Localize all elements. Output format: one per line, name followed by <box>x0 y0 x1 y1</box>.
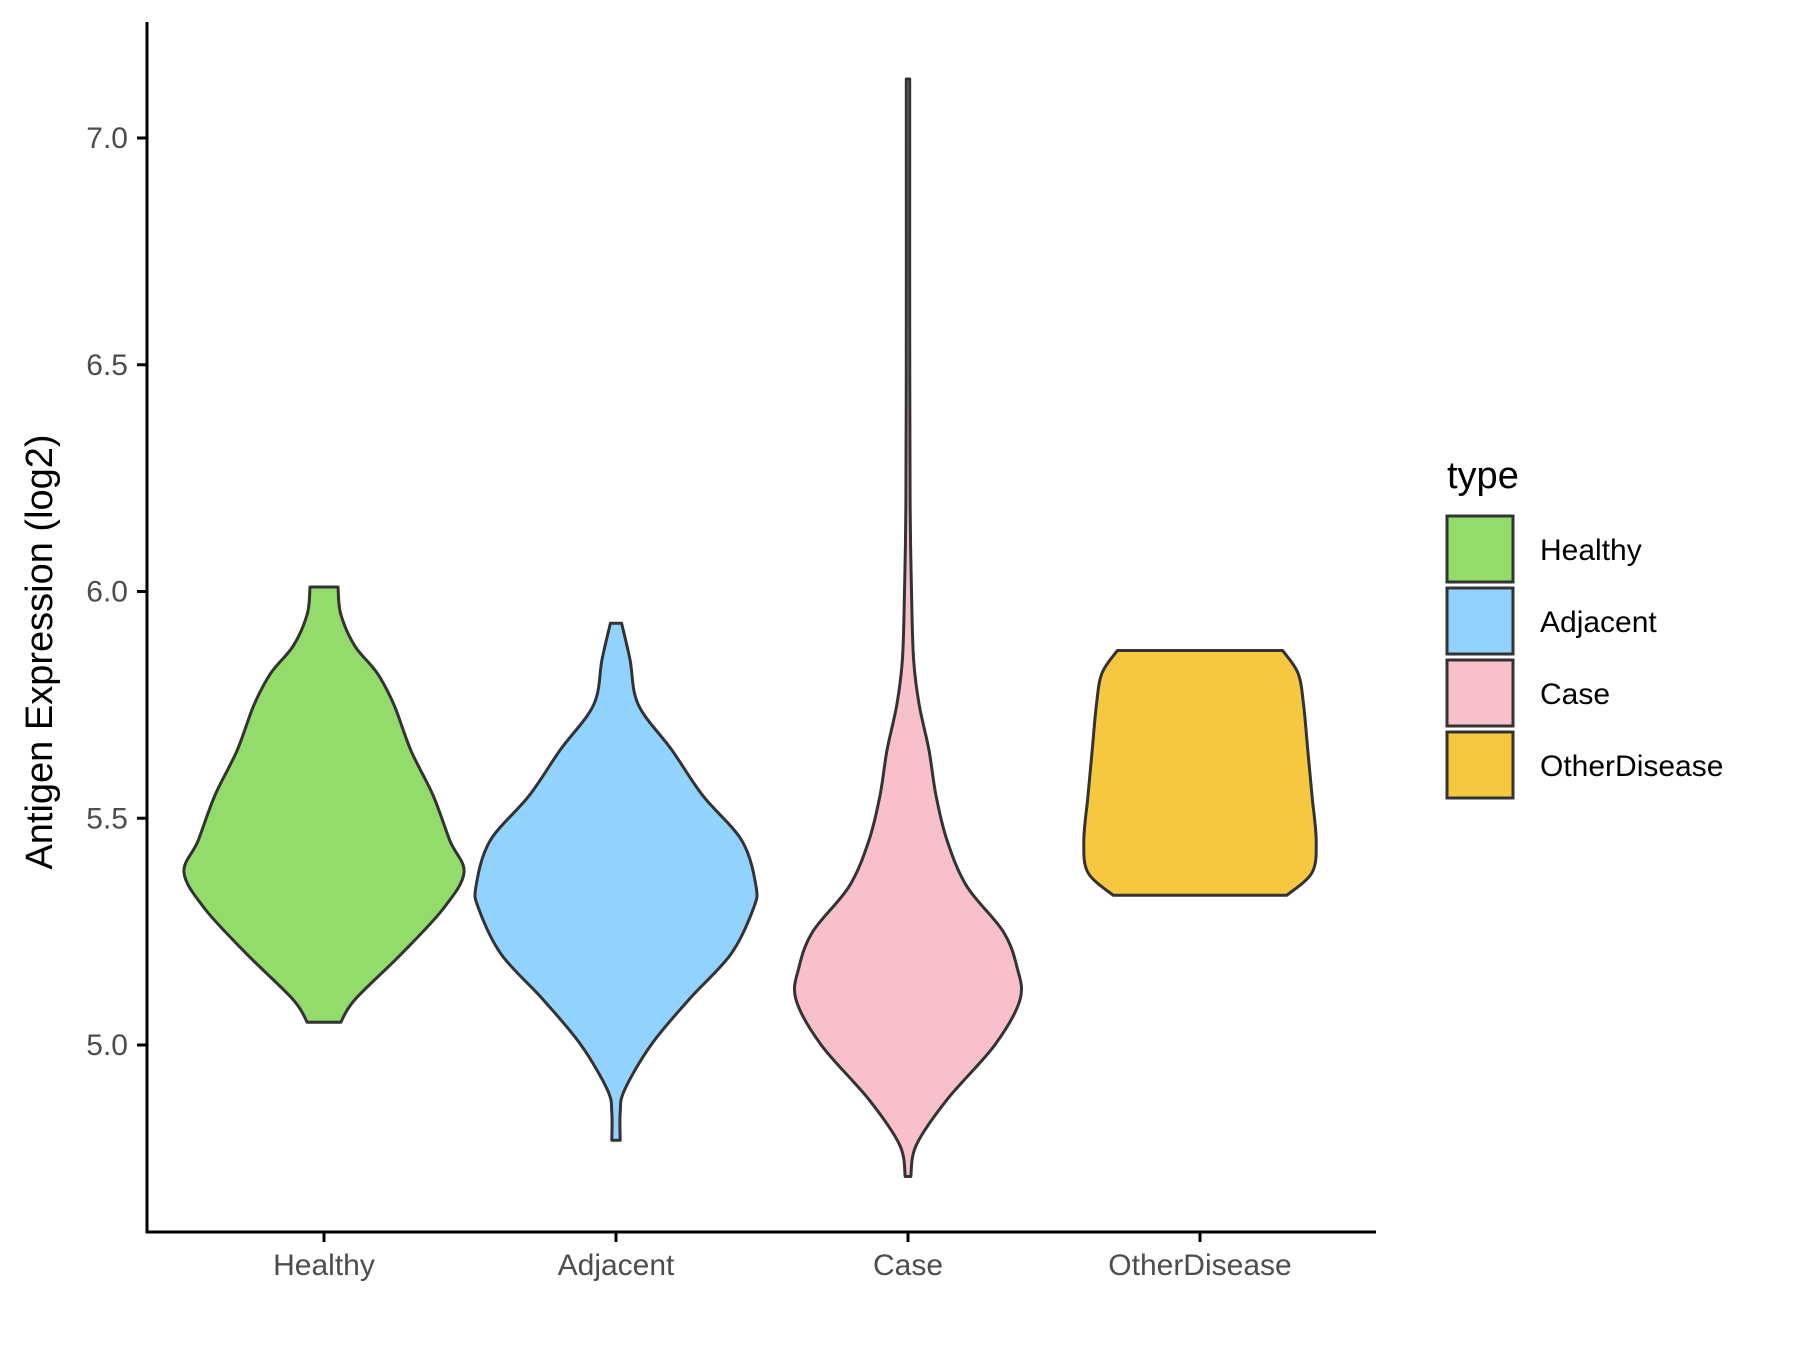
y-ticks: 5.0 5.5 6.0 6.5 7.0 <box>86 122 147 1062</box>
x-tick-label: Case <box>873 1249 943 1282</box>
y-tick-label: 6.5 <box>86 349 128 382</box>
y-tick-label: 7.0 <box>86 122 128 155</box>
legend-key-otherdisease <box>1445 730 1515 800</box>
legend-label: Case <box>1540 678 1610 711</box>
legend-label: OtherDisease <box>1540 750 1723 783</box>
violin-otherdisease <box>1082 649 1318 897</box>
x-ticks: Healthy Adjacent Case OtherDisease <box>273 1232 1292 1282</box>
y-axis-title: Antigen Expression (log2) <box>19 434 61 869</box>
legend-key-case <box>1445 658 1515 728</box>
y-tick-label: 5.0 <box>86 1029 128 1062</box>
legend-label: Healthy <box>1540 534 1642 567</box>
violin-case <box>792 77 1024 1178</box>
y-tick-label: 6.0 <box>86 576 128 609</box>
x-tick-label: Healthy <box>273 1249 375 1282</box>
x-tick-label: Adjacent <box>558 1249 675 1282</box>
x-tick-label: OtherDisease <box>1108 1249 1291 1282</box>
violin-layer <box>182 77 1318 1178</box>
legend-label: Adjacent <box>1540 606 1657 639</box>
axes <box>145 22 1376 1234</box>
violin-adjacent <box>473 621 759 1142</box>
legend-title: type <box>1447 455 1519 497</box>
violin-healthy <box>182 585 466 1024</box>
legend-key-adjacent <box>1445 586 1515 656</box>
y-tick-label: 5.5 <box>86 802 128 835</box>
legend-key-healthy <box>1445 514 1515 584</box>
